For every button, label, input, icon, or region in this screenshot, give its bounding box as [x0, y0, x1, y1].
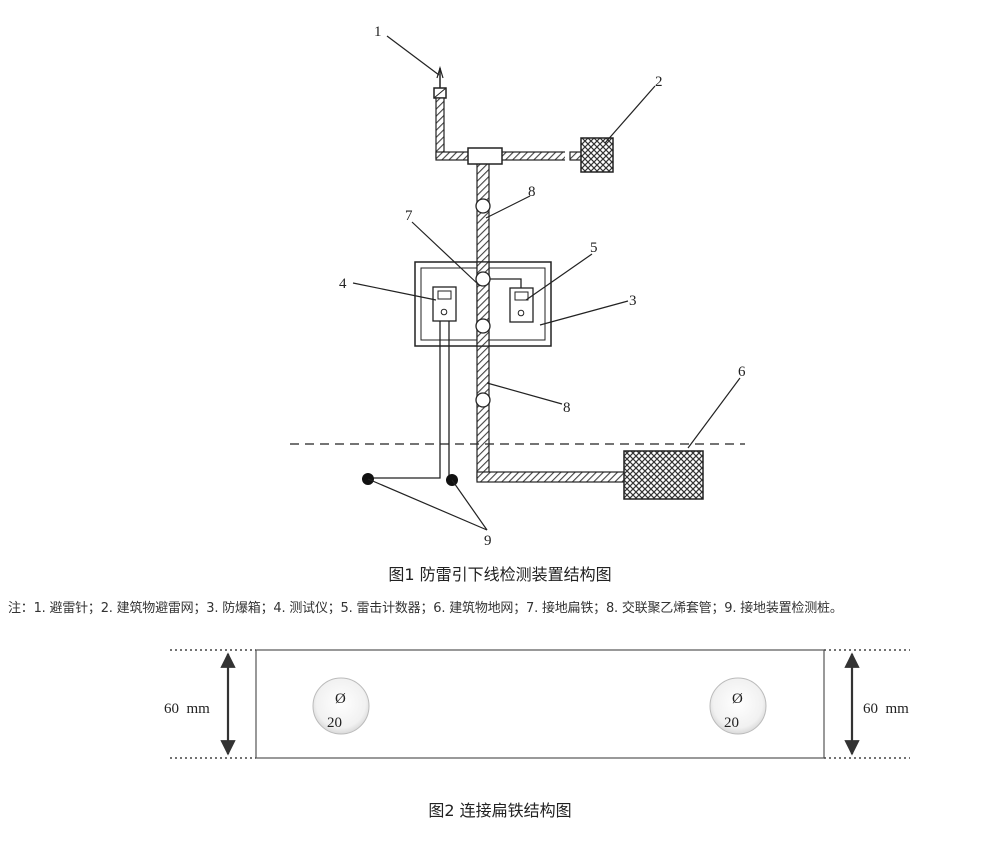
- bolt-hole-left: Ø 20: [312, 677, 370, 735]
- left-dimension-label: 60 mm: [164, 701, 210, 717]
- hole-right-diameter-symbol: Ø: [732, 691, 743, 707]
- building-ground-grid: [623, 450, 704, 500]
- tester-device: [432, 286, 457, 322]
- building-lightning-mesh: [580, 137, 614, 173]
- hole-right-diameter-value: 20: [724, 715, 739, 731]
- conductor-stub: [569, 151, 583, 161]
- dimension-extension-lines: [170, 649, 910, 759]
- label-7: 7: [405, 208, 413, 224]
- label-8-upper: 8: [528, 184, 536, 200]
- figure-1-note: 注：1. 避雷针；2. 建筑物避雷网；3. 防爆箱；4. 测试仪；5. 雷击计数…: [8, 601, 843, 616]
- diagram-labels: 1 2 3 4 5 6 7 8 8 9: [339, 24, 746, 549]
- label-3: 3: [629, 293, 637, 309]
- tester-leads: [368, 321, 450, 479]
- label-2: 2: [655, 74, 663, 90]
- figure-2-caption: 图2 连接扁铁结构图: [428, 801, 572, 820]
- label-6: 6: [738, 364, 746, 380]
- insulating-sleeves: [475, 198, 491, 408]
- leader-lines: [352, 35, 741, 531]
- figure-1-caption: 图1 防雷引下线检测装置结构图: [388, 565, 612, 584]
- label-8-lower: 8: [563, 400, 571, 416]
- label-9: 9: [484, 533, 492, 549]
- hole-left-diameter-symbol: Ø: [335, 691, 346, 707]
- label-5: 5: [590, 240, 598, 256]
- bolt-hole-right: Ø 20: [709, 677, 767, 735]
- right-dimension-label: 60 mm: [863, 701, 909, 717]
- figure-1-diagram: 1 2 3 4 5 6 7 8 8 9: [290, 24, 746, 549]
- counter-wire: [483, 278, 522, 288]
- label-4: 4: [339, 276, 347, 292]
- hole-left-diameter-value: 20: [327, 715, 342, 731]
- junction-box: [467, 147, 503, 165]
- lightning-counter: [509, 287, 534, 323]
- label-1: 1: [374, 24, 382, 40]
- figure-2-diagram: 60 mm 60 mm Ø 20 Ø 20: [164, 649, 910, 759]
